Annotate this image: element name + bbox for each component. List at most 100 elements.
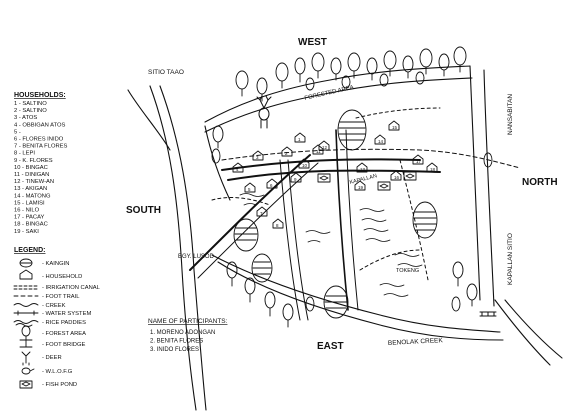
house-number: 6 bbox=[270, 183, 273, 188]
household-entry: 12 - TINEW-AN bbox=[14, 179, 54, 185]
water-system-icon bbox=[13, 310, 39, 316]
house-icon: 16 bbox=[390, 170, 402, 181]
household-entry: 16 - NILO bbox=[14, 208, 40, 214]
participant-entry: 2. BENITA FLORES bbox=[150, 339, 203, 345]
household-entry: 1 - SALTINO bbox=[14, 101, 47, 107]
household-entry: 10 - BINGAC bbox=[14, 165, 48, 171]
label-kapallan-sitio: KAPALLAN SITIO bbox=[507, 233, 514, 285]
household-entry: 3 - ATOS bbox=[14, 115, 37, 121]
legend-label: - DEER bbox=[42, 355, 62, 361]
rice-paddies-icon bbox=[239, 193, 331, 243]
house-number: 10 bbox=[302, 163, 308, 168]
house-number: 18 bbox=[430, 167, 436, 172]
rice-paddies-icon bbox=[359, 208, 391, 242]
kaingin-icon bbox=[323, 285, 349, 319]
canal-icon bbox=[13, 285, 39, 290]
participant-list: 1. MORENO ADONGAN 2. BENITA FLORES 3. INID… bbox=[150, 330, 215, 353]
forest-area bbox=[211, 46, 493, 328]
legend-label: - W.L.O.F.G bbox=[42, 369, 73, 375]
house-icon: 2 bbox=[281, 146, 293, 157]
household-entry: 13 - AKIGAN bbox=[14, 186, 47, 192]
rice-paddies-icon bbox=[379, 253, 423, 297]
house-icon bbox=[19, 269, 33, 280]
house-icon: 15 bbox=[388, 120, 400, 131]
fish-pond-icon bbox=[19, 380, 33, 389]
wlofg-icon bbox=[21, 367, 35, 375]
legend-label: - FISH POND bbox=[42, 382, 77, 388]
house-number: 14 bbox=[378, 139, 384, 144]
house-number: 15 bbox=[392, 125, 398, 130]
house-icon: 8 bbox=[272, 218, 284, 229]
household-entry: 7 - BENITA FLORES bbox=[14, 144, 67, 150]
household-entry: 6 - FLORES INIDO bbox=[14, 137, 64, 143]
legend-label: - WATER SYSTEM bbox=[42, 311, 91, 317]
house-icon: 11 bbox=[312, 144, 324, 155]
compass-south: SOUTH bbox=[126, 205, 161, 216]
compass-west: WEST bbox=[298, 37, 327, 48]
house-icon: 12 bbox=[318, 140, 330, 151]
legend-list: - KAINGIN - HOUSEHOLD - IRRIGATION CANAL - … bbox=[13, 258, 101, 389]
household-entry: 18 - BINGAC bbox=[14, 222, 48, 228]
house-number: 11 bbox=[316, 149, 321, 154]
households-title: HOUSEHOLDS: bbox=[14, 92, 66, 99]
household-entry: 14 - MATONG bbox=[14, 193, 51, 199]
fish-pond-icon bbox=[403, 171, 417, 181]
household-entry: 11 - DINIGAN bbox=[14, 172, 49, 178]
compass-north: NORTH bbox=[522, 177, 558, 188]
kaingin-icon bbox=[19, 258, 33, 268]
household-entry: 19 - SAKI bbox=[14, 229, 39, 235]
legend-label: - RICE PADDIES bbox=[42, 320, 86, 326]
house-number: 16 bbox=[394, 175, 400, 180]
house-icon: 13 bbox=[356, 162, 368, 173]
legend-label: - FOREST AREA bbox=[42, 331, 86, 337]
household-entry: 2 - SALTINO bbox=[14, 108, 47, 114]
compass-east: EAST bbox=[317, 341, 344, 352]
rice-paddies bbox=[239, 193, 423, 297]
kaingin-icon bbox=[233, 218, 259, 252]
house-icon: 17 bbox=[412, 154, 424, 165]
legend-label: - FOOT BRIDGE bbox=[42, 342, 86, 348]
fish-pond-icon bbox=[317, 173, 331, 183]
household-entry: 17 - PACAY bbox=[14, 215, 45, 221]
participants-title: NAME OF PARTICIPANTS: bbox=[148, 318, 228, 325]
legend-label: - FOOT TRAIL bbox=[42, 294, 80, 300]
label-benolak-creek: BENOLAK CREEK bbox=[388, 337, 444, 347]
deer-icon bbox=[21, 351, 31, 366]
legend-label: - HOUSEHOLD bbox=[42, 274, 82, 280]
house-number: 8 bbox=[276, 223, 279, 228]
participant-entry: 1. MORENO ADONGAN bbox=[150, 330, 215, 336]
house-number: 3 bbox=[256, 155, 259, 160]
legend-label: - IRRIGATION CANAL bbox=[42, 285, 101, 291]
participant-entry: 3. INIDO FLORES bbox=[150, 347, 199, 353]
bridge-icon bbox=[19, 339, 33, 348]
household-entry: 15 - LAMISI bbox=[14, 200, 45, 206]
house-icon: 9 bbox=[290, 172, 302, 183]
bridge-icon bbox=[479, 311, 497, 317]
label-brgy-lusod: BGY. LUSOD bbox=[178, 254, 215, 260]
household-entry: 9 - K. FLORES bbox=[14, 158, 53, 164]
house-number: 9 bbox=[294, 177, 297, 182]
house-icon: 3 bbox=[252, 150, 264, 161]
legend-title: LEGEND: bbox=[14, 247, 46, 254]
house-icon: 5 bbox=[244, 182, 256, 193]
house-number: 4 bbox=[236, 167, 239, 172]
house-number: 5 bbox=[248, 187, 251, 192]
rice-paddies-icon bbox=[13, 320, 39, 327]
household-entry: 4 - OBBIGAN ATOS bbox=[14, 122, 65, 128]
kaingin-icon bbox=[412, 201, 438, 239]
house-icon: 6 bbox=[266, 178, 278, 189]
house-number: 7 bbox=[260, 211, 263, 216]
kaingin-icon bbox=[337, 109, 367, 151]
fish-pond-icon bbox=[377, 181, 391, 191]
house-number: 17 bbox=[416, 159, 422, 164]
house-number: 19 bbox=[358, 185, 364, 190]
household-entry: 5 - bbox=[14, 129, 21, 135]
legend-label: - KAINGIN bbox=[42, 261, 69, 267]
fish-ponds bbox=[317, 171, 417, 191]
deer-icon bbox=[256, 95, 272, 129]
house-icon: 18 bbox=[426, 162, 438, 173]
house-icon: 19 bbox=[354, 180, 366, 191]
legend-label: - CREEK bbox=[42, 303, 66, 309]
